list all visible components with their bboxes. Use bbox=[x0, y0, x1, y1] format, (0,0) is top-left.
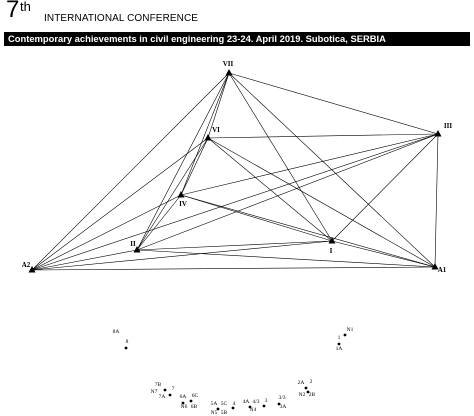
station-label-a2: A2 bbox=[22, 261, 31, 269]
point-label-4: 4 bbox=[233, 401, 236, 407]
station-label-iv: IV bbox=[179, 200, 187, 208]
point-label-3a: 3A bbox=[280, 404, 287, 410]
point-label-1a: 1A bbox=[336, 346, 343, 352]
station-marker-a1 bbox=[431, 263, 439, 270]
point-marker-2 bbox=[304, 386, 308, 390]
edge-a2-ii bbox=[31, 249, 138, 271]
edge-a2-iii bbox=[31, 133, 439, 271]
point-label-6b: 6B bbox=[191, 404, 198, 410]
point-marker-5c bbox=[216, 407, 220, 411]
edge-vi-i bbox=[207, 137, 333, 242]
edge-a1-ii bbox=[136, 249, 436, 268]
station-marker-vii bbox=[225, 69, 233, 76]
edge-vi-iii bbox=[207, 133, 439, 139]
point-marker-1a bbox=[337, 342, 341, 346]
station-label-a1: A1 bbox=[438, 266, 447, 274]
conference-banner: Contemporary achievements in civil engin… bbox=[4, 32, 470, 46]
station-label-i: I bbox=[330, 247, 333, 255]
point-label-8: 8 bbox=[126, 339, 129, 345]
point-marker-8 bbox=[124, 346, 128, 350]
point-label-7: 7 bbox=[172, 386, 175, 392]
point-label-4a: 4A bbox=[243, 399, 250, 405]
edge-a2-i bbox=[31, 240, 333, 271]
point-marker-4-3 bbox=[248, 405, 252, 409]
point-label-2a: 2A bbox=[298, 380, 305, 386]
edge-iii-i bbox=[331, 133, 439, 242]
edge-vi-iv bbox=[180, 137, 209, 196]
point-label-n4: N4 bbox=[250, 407, 257, 413]
station-label-vii: VII bbox=[223, 60, 234, 68]
station-label-iii: III bbox=[444, 122, 452, 130]
edge-a1-i bbox=[331, 240, 436, 268]
network-edges bbox=[31, 72, 439, 271]
edge-vi-ii bbox=[136, 137, 209, 251]
edge-a1-vi bbox=[207, 137, 436, 268]
edge-iii-iv bbox=[180, 133, 439, 196]
edge-vii-ii bbox=[136, 72, 230, 251]
edge-ii-i bbox=[136, 240, 333, 251]
edge-iv-i bbox=[180, 194, 333, 242]
edition-suffix: th bbox=[20, 0, 31, 14]
point-label-6c: 6C bbox=[192, 393, 199, 399]
edge-iii-ii bbox=[136, 133, 439, 251]
point-label-5b: 5B bbox=[221, 410, 228, 416]
edge-a2-a1 bbox=[31, 266, 436, 271]
station-marker-a2 bbox=[28, 266, 36, 273]
point-marker-3 bbox=[262, 404, 266, 408]
point-label-7a: 7A bbox=[159, 394, 166, 400]
point-label-3-3: 3/3 bbox=[278, 395, 285, 401]
point-label-n6: N6 bbox=[181, 404, 188, 410]
station-marker-vi bbox=[204, 134, 212, 141]
edge-a2-vii bbox=[31, 72, 230, 271]
station-label-ii: II bbox=[130, 240, 136, 248]
edge-iv-ii bbox=[136, 194, 182, 251]
point-label-5a: 5A bbox=[211, 401, 218, 407]
point-label-4-3: 4/3 bbox=[252, 399, 259, 405]
point-marker-2b bbox=[306, 390, 310, 394]
point-marker-n6 bbox=[181, 401, 185, 405]
point-label-7b: 7B bbox=[155, 382, 162, 388]
edition-number: 7 bbox=[6, 0, 20, 23]
station-marker-iv bbox=[177, 191, 185, 198]
point-label-2: 2 bbox=[310, 379, 313, 385]
point-marker-4 bbox=[231, 406, 235, 410]
edge-a2-iv bbox=[31, 194, 182, 271]
edge-vii-iv bbox=[180, 72, 230, 196]
point-marker-n1 bbox=[343, 333, 347, 337]
point-marker-n7 bbox=[163, 388, 167, 392]
point-label-2b: 2B bbox=[309, 392, 316, 398]
point-label-n2: N2 bbox=[299, 392, 306, 398]
conference-title: INTERNATIONAL CONFERENCE bbox=[44, 13, 199, 24]
edge-a2-vi bbox=[31, 137, 209, 271]
edge-vii-iii bbox=[228, 72, 439, 135]
station-marker-iii bbox=[434, 130, 442, 137]
point-label-n5: N5 bbox=[211, 410, 218, 416]
point-marker-6c bbox=[189, 399, 193, 403]
point-label-5c: 5C bbox=[221, 401, 228, 407]
point-label-8a: 8A bbox=[113, 329, 120, 335]
edge-vii-i bbox=[228, 72, 333, 242]
station-label-vi: VI bbox=[212, 126, 220, 134]
station-marker-ii bbox=[133, 246, 141, 253]
station-marker-i bbox=[328, 237, 336, 244]
point-label-6a: 6A bbox=[180, 394, 187, 400]
point-marker-3a bbox=[277, 402, 281, 406]
point-marker-7 bbox=[168, 393, 172, 397]
point-label-1: 1 bbox=[338, 335, 341, 341]
edge-a1-iv bbox=[180, 194, 436, 268]
edge-a1-iii bbox=[434, 133, 439, 268]
edge-vii-vi bbox=[207, 72, 230, 139]
point-label-n1: N1 bbox=[347, 327, 354, 333]
point-label-n7: N7 bbox=[151, 389, 158, 395]
edge-a1-vii bbox=[228, 72, 436, 268]
point-label-3: 3 bbox=[265, 398, 268, 404]
